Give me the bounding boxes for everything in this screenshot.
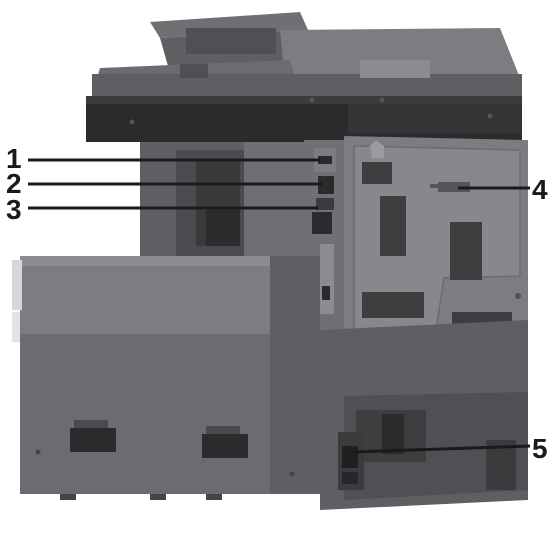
lower-right-body	[320, 320, 528, 510]
scanner-band	[86, 96, 522, 142]
callout-number-3: 3	[6, 194, 22, 225]
callout-number-2: 2	[6, 168, 22, 199]
callout-number-5: 5	[532, 433, 548, 464]
callout-number-1: 1	[6, 143, 22, 174]
interface-column	[304, 140, 344, 340]
leader-line-5	[351, 444, 531, 454]
leader-lines	[28, 158, 531, 454]
document-feeder	[92, 12, 522, 96]
callout-number-4: 4	[532, 174, 548, 205]
lower-body	[12, 256, 320, 500]
